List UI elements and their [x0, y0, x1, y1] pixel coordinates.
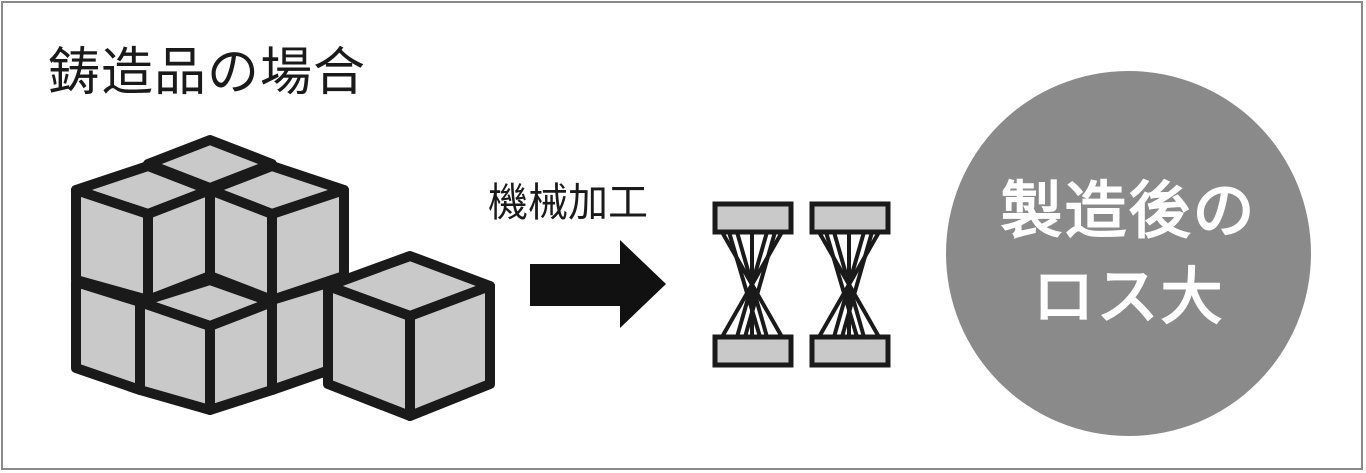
stacked-cubes-icon — [71, 135, 495, 421]
right-arrow-icon — [530, 240, 666, 328]
result-line-2: ロス大 — [1032, 259, 1225, 333]
machined-part-icon — [712, 201, 794, 368]
machined-part-icon — [809, 201, 891, 368]
process-label: 機械加工 — [488, 180, 648, 226]
page-title: 鋳造品の場合 — [48, 43, 367, 103]
result-circle: 製造後の ロス大 — [946, 71, 1311, 436]
result-line-1: 製造後の — [1000, 173, 1257, 247]
